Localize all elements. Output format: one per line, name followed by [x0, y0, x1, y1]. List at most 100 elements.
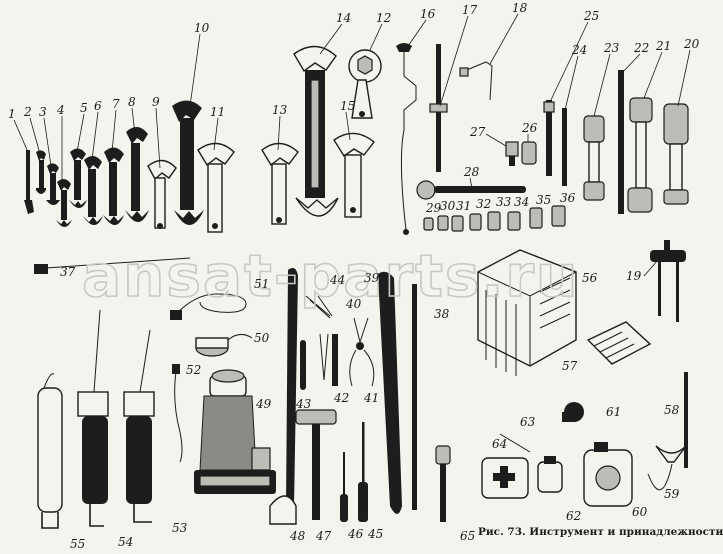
feeler-gauge-44	[305, 295, 333, 319]
label-16: 16	[420, 7, 436, 21]
label-7: 7	[112, 97, 120, 111]
brush-63	[499, 433, 531, 453]
grease-gun-53	[123, 329, 155, 523]
screwdriver-46	[340, 452, 348, 522]
hydraulic-jack-49	[194, 369, 276, 494]
adapter-27	[505, 141, 519, 166]
wrench-12	[348, 49, 382, 119]
label-38: 38	[434, 307, 450, 321]
hammer-47	[295, 409, 337, 520]
crank-handle-16	[396, 43, 417, 235]
label-8: 8	[128, 95, 136, 109]
wrench-11	[197, 142, 235, 233]
box-wrench-21	[627, 97, 653, 213]
wrench-13	[261, 142, 299, 225]
tweezers-42	[319, 333, 329, 381]
bar-38	[412, 284, 417, 510]
pump-adapter-50	[195, 334, 253, 357]
sockets-29-36	[423, 205, 566, 232]
puller-19	[650, 240, 686, 322]
label-45: 45	[367, 527, 383, 541]
wrench-8	[125, 126, 149, 222]
wrench-1	[24, 150, 34, 214]
grease-gun-55	[37, 373, 63, 529]
label-23: 23	[603, 41, 620, 55]
label-51: 51	[254, 277, 269, 291]
box-wrench-20	[663, 103, 689, 205]
wrench-9	[147, 159, 177, 229]
wrench-3	[46, 163, 60, 205]
label-30: 30	[440, 199, 456, 213]
label-43: 43	[295, 397, 312, 411]
canister-60	[583, 442, 633, 507]
label-42: 42	[333, 391, 349, 405]
tool-roll-57	[586, 321, 652, 365]
wrench-14	[293, 45, 339, 217]
tool-bag-56	[477, 249, 577, 376]
label-40: 40	[345, 297, 362, 311]
label-10: 10	[194, 21, 210, 35]
label-39: 39	[364, 271, 380, 285]
extension-25	[543, 100, 555, 176]
wrench-6	[83, 155, 103, 225]
socket-26	[521, 141, 537, 165]
label-31: 31	[456, 199, 471, 213]
label-34: 34	[514, 195, 529, 209]
punch-41	[332, 334, 338, 386]
label-9: 9	[152, 95, 160, 109]
label-22: 22	[633, 41, 649, 55]
label-2: 2	[23, 105, 32, 119]
label-19: 19	[626, 269, 642, 283]
label-3: 3	[39, 105, 47, 119]
label-61: 61	[606, 405, 621, 419]
label-57: 57	[562, 359, 578, 373]
label-55: 55	[70, 537, 85, 551]
tyre-lever-48	[269, 268, 298, 525]
label-20: 20	[683, 37, 700, 51]
label-36: 36	[560, 191, 576, 205]
label-11: 11	[210, 105, 225, 119]
label-1: 1	[8, 107, 16, 121]
label-63: 63	[520, 415, 536, 429]
label-48: 48	[289, 529, 306, 543]
label-64: 64	[492, 437, 507, 451]
label-46: 46	[347, 527, 364, 541]
funnel-hose-59	[647, 445, 687, 491]
label-35: 35	[536, 193, 551, 207]
box-wrench-23	[583, 115, 605, 201]
label-24: 24	[571, 43, 587, 57]
tools-illustration: ansat-parts.ru 1 2 3 4	[8, 1, 700, 551]
label-4: 4	[56, 103, 65, 117]
case-62	[537, 456, 563, 493]
first-aid-kit-64	[481, 457, 529, 499]
label-6: 6	[94, 99, 102, 113]
label-37: 37	[60, 265, 76, 279]
label-53: 53	[172, 521, 188, 535]
grease-hose-51	[170, 293, 247, 320]
wrench-65	[435, 445, 451, 522]
drift-43	[300, 340, 306, 390]
rod-58	[684, 372, 688, 468]
socket-key-18	[459, 61, 493, 101]
label-56: 56	[582, 271, 598, 285]
wrench-2	[36, 150, 46, 194]
screwdriver-45	[358, 422, 368, 522]
tyre-lever-39	[378, 271, 402, 514]
wrench-7	[103, 147, 124, 225]
label-12: 12	[376, 11, 391, 25]
label-44: 44	[329, 273, 345, 287]
bulb-61	[562, 402, 584, 422]
callout-leaders	[13, 13, 691, 277]
label-17: 17	[462, 3, 478, 17]
label-29: 29	[425, 201, 442, 215]
label-32: 32	[476, 197, 491, 211]
tyre-lever-37	[34, 257, 191, 274]
extension-24	[562, 108, 567, 186]
label-33: 33	[496, 195, 512, 209]
label-50: 50	[254, 331, 270, 345]
label-26: 26	[521, 121, 538, 135]
label-54: 54	[118, 535, 133, 549]
label-41: 41	[363, 391, 379, 405]
label-47: 47	[315, 529, 332, 543]
hose-52	[172, 364, 183, 463]
